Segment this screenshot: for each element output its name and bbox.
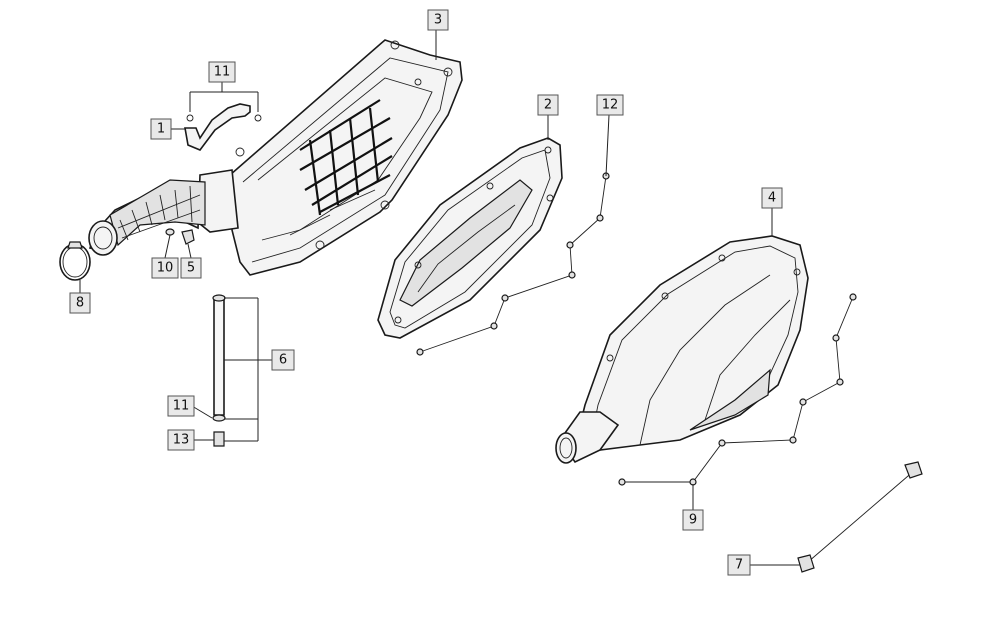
- svg-text:3: 3: [434, 13, 442, 28]
- callout-1: 1: [150, 118, 172, 140]
- callout-11-top: 11: [208, 61, 236, 83]
- callout-10: 10: [151, 257, 179, 279]
- screws-12[interactable]: [416, 172, 610, 356]
- screws-9[interactable]: [618, 293, 857, 486]
- svg-text:8: 8: [76, 296, 84, 311]
- svg-text:13: 13: [173, 433, 190, 448]
- intake-duct[interactable]: [88, 169, 239, 256]
- callout-6: 6: [271, 349, 295, 371]
- svg-text:11: 11: [214, 65, 231, 80]
- svg-text:6: 6: [279, 353, 287, 368]
- hose-clamp[interactable]: [59, 241, 91, 281]
- callout-13: 13: [167, 429, 195, 451]
- svg-text:11: 11: [173, 399, 190, 414]
- screw-5[interactable]: [181, 229, 195, 245]
- breather-hose[interactable]: [184, 103, 262, 151]
- callout-3: 3: [427, 9, 449, 31]
- air-filter-element[interactable]: [377, 137, 563, 339]
- svg-text:1: 1: [157, 122, 165, 137]
- callout-4: 4: [761, 187, 783, 209]
- leader-lines: [79, 30, 800, 566]
- drain-tube[interactable]: [212, 294, 226, 422]
- callout-12: 12: [596, 94, 624, 116]
- svg-text:2: 2: [544, 98, 552, 113]
- svg-text:5: 5: [187, 261, 195, 276]
- air-box-cover[interactable]: [555, 235, 809, 464]
- callout-8: 8: [69, 292, 91, 314]
- callout-7: 7: [727, 554, 751, 576]
- callout-2: 2: [537, 94, 559, 116]
- washer-10[interactable]: [165, 228, 175, 236]
- callout-11-bottom: 11: [167, 395, 195, 417]
- air-box-housing[interactable]: [229, 39, 463, 276]
- svg-text:7: 7: [735, 558, 743, 573]
- drain-plug-13[interactable]: [213, 431, 225, 447]
- callout-5: 5: [180, 257, 202, 279]
- svg-text:4: 4: [768, 191, 776, 206]
- svg-text:10: 10: [157, 261, 174, 276]
- callout-9: 9: [682, 509, 704, 531]
- svg-text:9: 9: [689, 513, 697, 528]
- svg-text:12: 12: [602, 98, 619, 113]
- bolts-7[interactable]: [797, 461, 923, 573]
